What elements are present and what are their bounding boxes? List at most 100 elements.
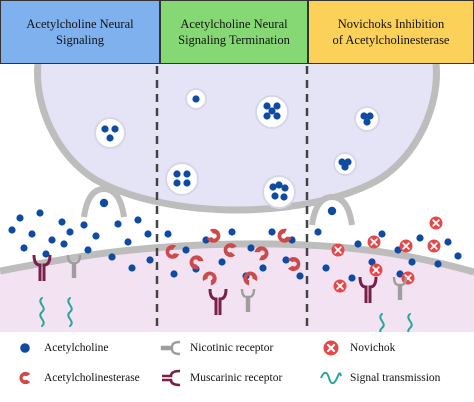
- novichok-cross: [432, 219, 440, 227]
- novichok-agent: [367, 235, 381, 249]
- header-termination-line1: Acetylcholine Neural: [180, 17, 288, 31]
- acetylcholine-molecule: [66, 228, 74, 236]
- legend-label-novichok: Novichok: [350, 342, 396, 354]
- legend-label-signal: Signal transmission: [350, 372, 441, 384]
- released-acetylcholine: [327, 206, 337, 216]
- legend-item-acetylcholinesterase: Acetylcholinesterase: [14, 368, 140, 388]
- vesicle-acetylcholine: [269, 183, 277, 191]
- novichok-agent: [427, 239, 441, 253]
- legend-item-muscarinic: Muscarinic receptor: [160, 368, 282, 388]
- fusing-vesicle: [81, 185, 127, 218]
- novichok-icon: [323, 340, 339, 356]
- synaptic-vesicle: [94, 117, 126, 149]
- acetylcholine-molecule: [36, 209, 44, 217]
- acetylcholine-molecule: [170, 270, 178, 278]
- vesicle-acetylcholine: [101, 125, 109, 133]
- acetylcholine-molecule: [108, 253, 116, 261]
- novichok-cross: [430, 242, 438, 250]
- synaptic-vesicle: [262, 175, 296, 209]
- novichok-cross: [334, 246, 342, 254]
- vesicle-acetylcholine: [173, 179, 181, 187]
- acetylcholine-molecule: [16, 214, 24, 222]
- presynaptic-terminal: [37, 64, 437, 210]
- acetylcholine-molecule: [144, 230, 152, 238]
- acetylcholine-molecule: [42, 250, 50, 258]
- vesicle-acetylcholine: [111, 125, 119, 133]
- header-signaling-line2: Signaling: [56, 33, 104, 47]
- postsynaptic-membrane-edge: [0, 240, 474, 276]
- acetylcholine-molecule: [92, 232, 100, 240]
- acetylcholine-molecule: [348, 274, 356, 282]
- vesicle-acetylcholine: [106, 134, 114, 142]
- vesicle-acetylcholine: [273, 112, 281, 120]
- acetylcholine-molecule: [164, 230, 172, 238]
- novichok-cross: [336, 282, 344, 290]
- novichok-agent: [399, 239, 413, 253]
- acetylcholine-molecule: [396, 270, 404, 278]
- acetylcholine-molecule: [124, 238, 132, 246]
- novichok-agent: [369, 263, 383, 277]
- synaptic-vesicles: [94, 88, 380, 209]
- novichok-agent: [401, 271, 415, 285]
- acetylcholine-molecule: [268, 228, 276, 236]
- signal-transmission-waves: [39, 297, 413, 332]
- acetylcholine-molecule: [146, 256, 154, 264]
- acetylcholine-molecule: [134, 216, 142, 224]
- signal-wave: [379, 313, 385, 332]
- header-termination-line2: Signaling Termination: [178, 33, 290, 47]
- acetylcholine-molecule: [114, 220, 122, 228]
- synaptic-vesicle: [255, 95, 289, 129]
- acetylcholine-molecule: [20, 244, 28, 252]
- synaptic-vesicle: [185, 88, 207, 110]
- vesicle-acetylcholine: [263, 112, 271, 120]
- acetylcholine-molecule: [394, 246, 402, 254]
- acetylcholine-molecule: [454, 252, 462, 260]
- acetylcholine-molecule: [368, 258, 376, 266]
- novichok-agent: [333, 279, 347, 293]
- acetylcholine-molecule: [28, 230, 36, 238]
- postsynaptic-membrane: [0, 243, 474, 332]
- signal-transmission-icon: [320, 371, 342, 385]
- acetylcholine-molecule: [408, 258, 416, 266]
- acetylcholine-molecule: [247, 244, 255, 252]
- acetylcholine-molecule: [228, 228, 236, 236]
- legend-item-signal: Signal transmission: [320, 368, 440, 388]
- vesicle-acetylcholine: [183, 179, 191, 187]
- acetylcholine-molecule: [314, 228, 322, 236]
- legend-item-acetylcholine: Acetylcholine: [14, 338, 109, 358]
- vesicle-membrane: [165, 162, 199, 196]
- vesicle-acetylcholine: [281, 184, 289, 192]
- acetylcholine-molecule: [128, 264, 136, 272]
- acetylcholine-molecule: [322, 264, 330, 272]
- vesicle-acetylcholine: [263, 102, 271, 110]
- acetylcholine-molecule: [80, 221, 88, 229]
- acetylcholine-molecule: [84, 246, 92, 254]
- novichok-cross: [402, 242, 410, 250]
- synaptic-vesicle: [165, 162, 199, 196]
- acetylcholine-molecule: [282, 256, 290, 264]
- vesicle-acetylcholine: [173, 170, 181, 178]
- vesicle-acetylcholine: [363, 118, 371, 126]
- nicotinic-receptor-icon: [160, 340, 181, 356]
- header-signaling-line1: Acetylcholine Neural: [26, 17, 134, 31]
- header-novichok-line1: Novichoks Inhibition: [337, 17, 445, 31]
- vesicle-acetylcholine: [280, 193, 288, 201]
- acetylcholine-icon: [20, 343, 30, 353]
- novichok-agent: [429, 216, 443, 230]
- acetylcholine-molecules: [8, 209, 462, 282]
- acetylcholinesterase-icon: [19, 371, 31, 385]
- acetylcholine-molecule: [8, 226, 16, 234]
- presynaptic-membrane-edge: [34, 64, 440, 214]
- vesicle-acetylcholine: [271, 192, 279, 200]
- legend-label-acetylcholine: Acetylcholine: [44, 342, 109, 354]
- acetylcholine-molecule: [48, 236, 56, 244]
- synaptic-vesicle: [354, 106, 380, 132]
- vesicle-acetylcholine: [268, 107, 276, 115]
- legend-item-novichok: Novichok: [320, 338, 395, 358]
- acetylcholine-molecule: [259, 264, 267, 272]
- vesicle-acetylcholine: [341, 163, 349, 171]
- acetylcholine-molecule: [218, 258, 226, 266]
